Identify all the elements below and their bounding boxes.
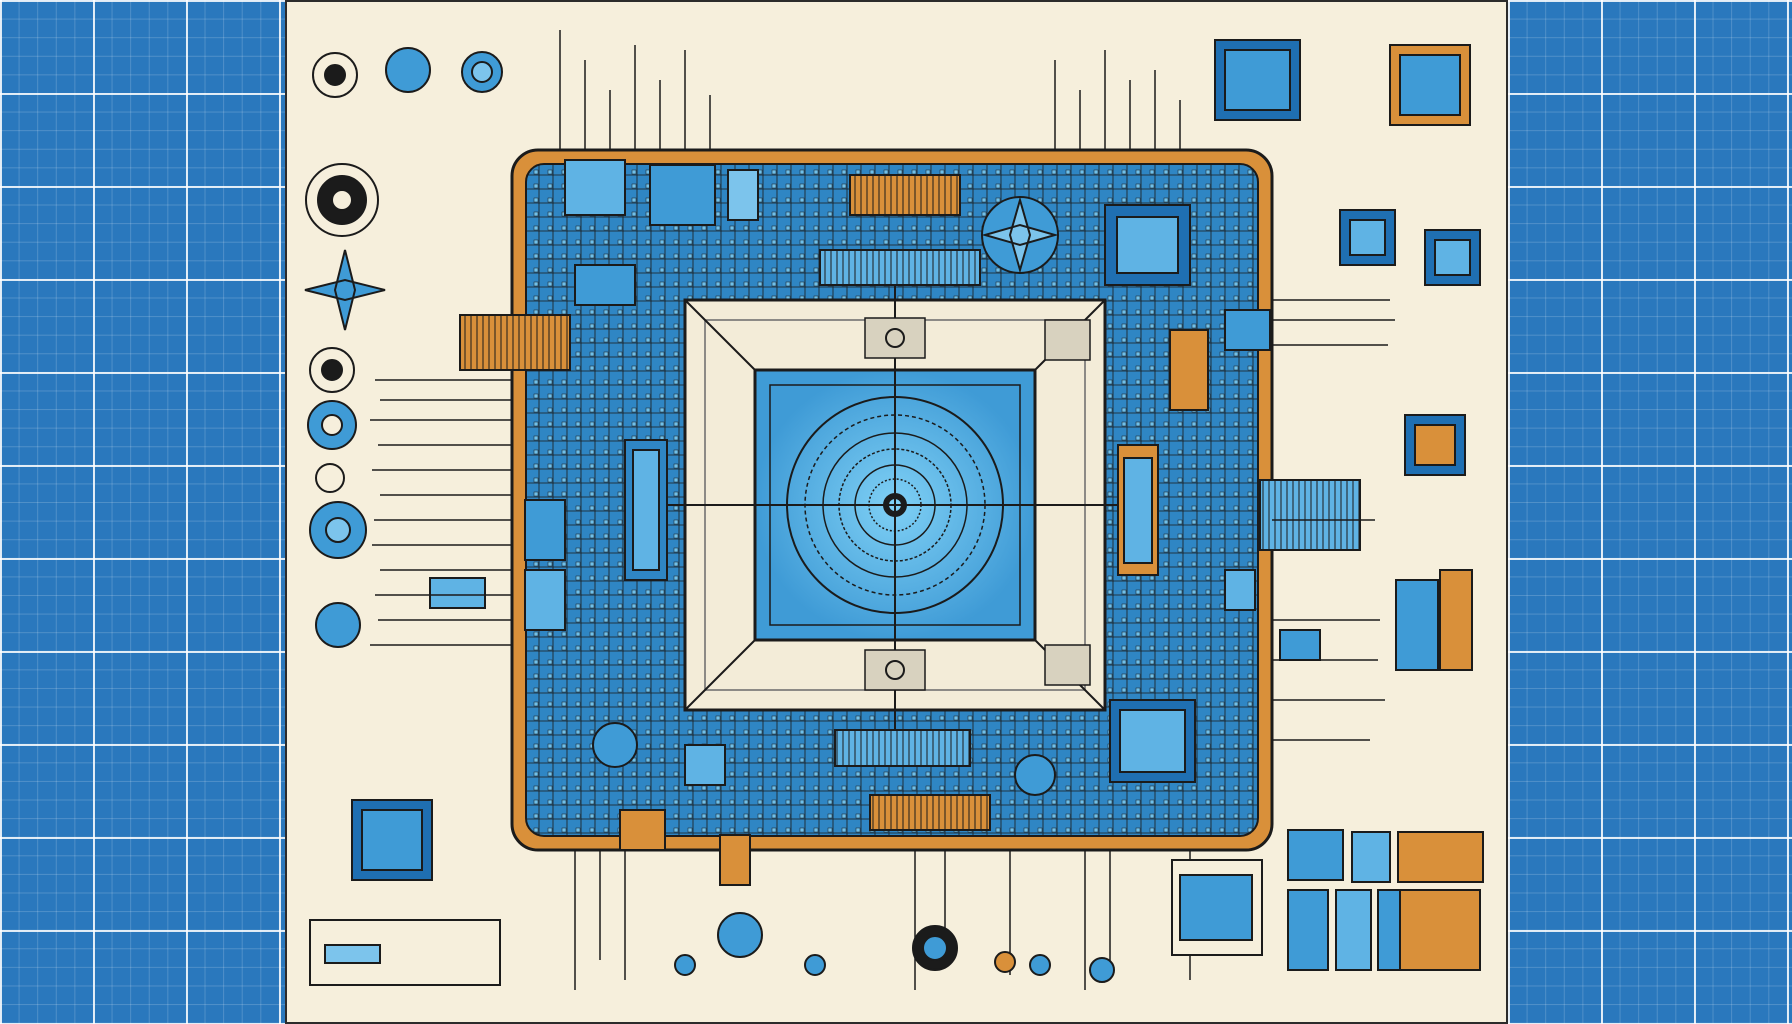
processor-core-icon bbox=[650, 270, 1140, 740]
right-blueprint-grid bbox=[1508, 0, 1792, 1024]
right-side-elements bbox=[1171, 39, 1484, 971]
left-blueprint-grid bbox=[0, 0, 285, 1024]
board-components bbox=[429, 159, 1361, 886]
connector-terminals bbox=[674, 912, 1115, 983]
left-side-elements bbox=[304, 47, 503, 986]
